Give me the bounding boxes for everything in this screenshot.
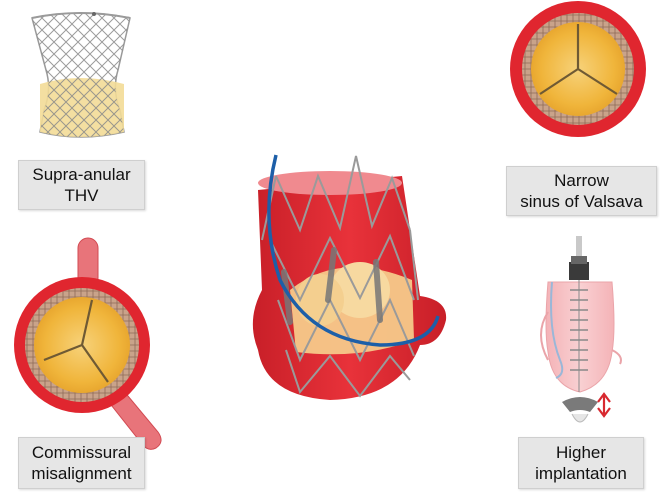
narrow-sinus-graphic: [510, 1, 646, 137]
supra-anular-thv-graphic: [32, 12, 130, 137]
label-higher-line2: implantation: [535, 463, 627, 484]
label-narrow-sinus: Narrow sinus of Valsava: [506, 166, 657, 216]
label-narrow-sinus-line2: sinus of Valsava: [520, 191, 643, 212]
center-tavr-graphic: [253, 155, 446, 400]
label-supra-anular-line1: Supra-anular: [32, 164, 130, 185]
label-supra-anular-thv: Supra-anular THV: [18, 160, 145, 210]
commissural-misalignment-graphic: [14, 238, 161, 449]
label-commissural-misalignment: Commissural misalignment: [18, 437, 145, 489]
label-narrow-sinus-line1: Narrow: [554, 170, 609, 191]
label-commissural-line1: Commissural: [32, 442, 131, 463]
label-supra-anular-line2: THV: [65, 185, 99, 206]
label-higher-implantation: Higher implantation: [518, 437, 644, 489]
higher-implantation-graphic: [541, 236, 621, 422]
label-higher-line1: Higher: [556, 442, 606, 463]
label-commissural-line2: misalignment: [31, 463, 131, 484]
